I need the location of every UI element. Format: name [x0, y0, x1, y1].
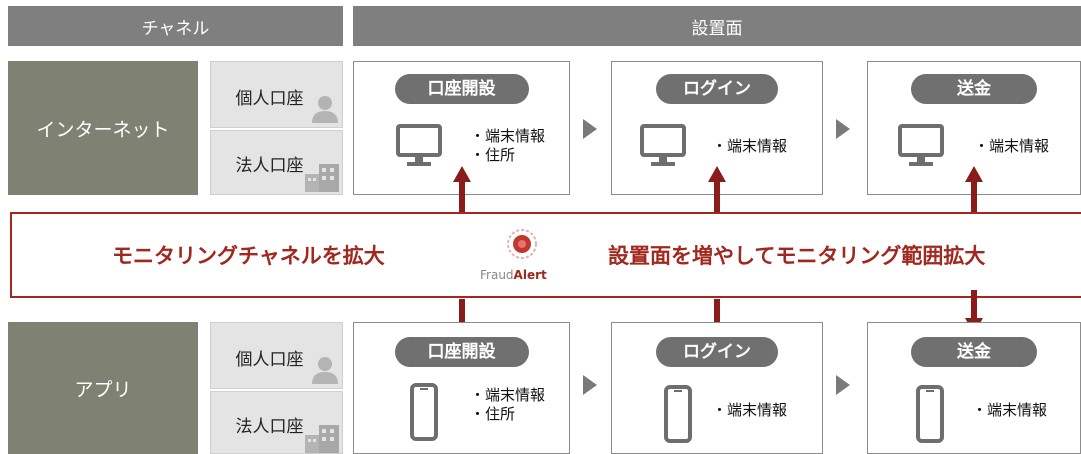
- stage-title: 口座開設: [394, 337, 529, 367]
- flow-arrow: [583, 375, 597, 395]
- stage-title: ログイン: [656, 337, 778, 367]
- channel-app: アプリ: [8, 322, 198, 454]
- feature-item: ・端末情報: [470, 386, 546, 404]
- stage-login: ログイン ・端末情報: [611, 322, 823, 454]
- logo-part2: Alert: [513, 268, 547, 282]
- flow-arrow: [836, 375, 850, 395]
- account-label: 法人口座: [235, 156, 304, 176]
- feature-banner: モニタリングチャネルを拡大 FraudAlert 設置面を増やしてモニタリング範…: [10, 212, 1081, 298]
- monitor-icon: [640, 124, 686, 166]
- account-personal: 個人口座: [210, 322, 343, 389]
- channel-internet: インターネット: [8, 61, 198, 195]
- placement-header: 設置面: [353, 6, 1081, 46]
- monitor-icon: [396, 124, 442, 166]
- arrow-up: [708, 166, 726, 212]
- arrow-up: [453, 166, 471, 212]
- feature-item: ・端末情報: [974, 137, 1050, 155]
- feature-item: ・住所: [470, 146, 516, 164]
- account-label: 個人口座: [235, 89, 304, 109]
- account-label: 法人口座: [235, 417, 304, 437]
- monitor-icon: [898, 124, 944, 166]
- feature-item: ・端末情報: [712, 401, 788, 419]
- stage-title: ログイン: [656, 74, 778, 104]
- feature-item: ・端末情報: [470, 127, 546, 145]
- banner-right-text: 設置面を増やしてモニタリング範囲拡大: [608, 244, 986, 268]
- stage-account-opening: 口座開設 ・端末情報 ・住所: [353, 322, 570, 454]
- fraudalert-logo-icon: [507, 229, 537, 259]
- person-icon: [312, 357, 338, 384]
- account-corporate: 法人口座: [210, 130, 343, 195]
- account-personal: 個人口座: [210, 61, 343, 128]
- arrow-up: [965, 166, 983, 212]
- feature-item: ・端末情報: [712, 137, 788, 155]
- smartphone-icon: [410, 383, 438, 441]
- building-icon: [305, 425, 339, 453]
- channel-header: チャネル: [8, 6, 343, 46]
- person-icon: [312, 96, 338, 123]
- building-icon: [305, 164, 339, 192]
- account-label: 個人口座: [235, 350, 304, 370]
- logo-part1: Fraud: [480, 268, 514, 282]
- stage-title: 口座開設: [394, 74, 529, 104]
- feature-item: ・住所: [470, 405, 516, 423]
- smartphone-icon: [916, 385, 944, 443]
- fraudalert-logo: FraudAlert: [480, 268, 547, 282]
- stage-account-opening: 口座開設 ・端末情報 ・住所: [353, 61, 570, 195]
- flow-arrow: [583, 119, 597, 139]
- smartphone-icon: [664, 385, 692, 443]
- stage-title: 送金: [911, 337, 1037, 367]
- stage-remittance: 送金 ・端末情報: [867, 322, 1081, 454]
- feature-item: ・端末情報: [972, 401, 1048, 419]
- stage-title: 送金: [911, 74, 1037, 104]
- flow-arrow: [836, 119, 850, 139]
- banner-left-text: モニタリングチャネルを拡大: [112, 244, 385, 268]
- account-corporate: 法人口座: [210, 391, 343, 454]
